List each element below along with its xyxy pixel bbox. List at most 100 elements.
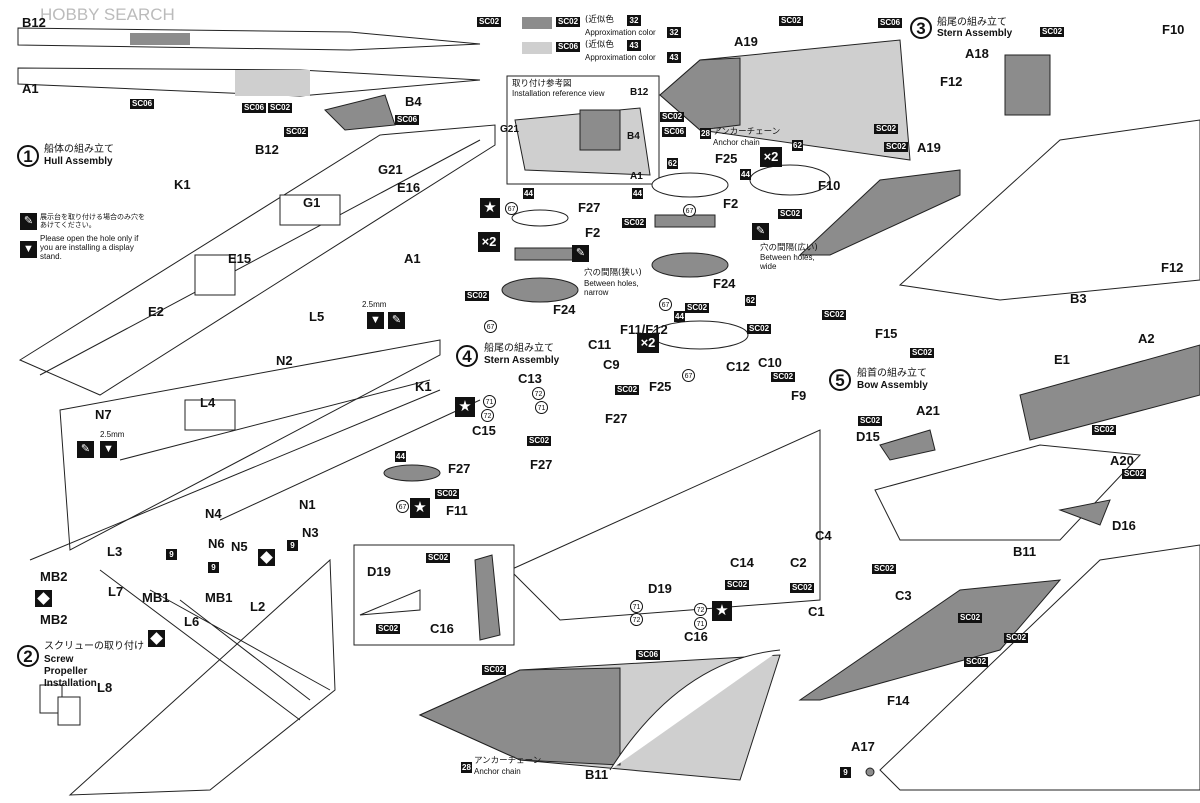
part-k1-a: K1 — [174, 177, 191, 192]
part-c13: C13 — [518, 371, 542, 386]
paint-code: SC02 — [771, 372, 796, 382]
marker-67: 67 — [659, 298, 672, 311]
part-a19-top: A19 — [734, 34, 758, 49]
marker-67: 67 — [682, 369, 695, 382]
ref-view-title-jp: 取り付け参考図 — [512, 79, 572, 89]
d19-frame — [359, 589, 421, 616]
paint-code: SC02 — [527, 436, 552, 446]
part-c14: C14 — [730, 555, 754, 570]
paint-code: SC02 — [1040, 27, 1065, 37]
star-icon-d: ★ — [712, 601, 732, 621]
marker-72: 72 — [694, 603, 707, 616]
marker-71: 71 — [694, 617, 707, 630]
paint-code: SC02 — [779, 16, 804, 26]
part-a19: A19 — [917, 140, 941, 155]
step-2-en: Screw Propeller Installation — [44, 654, 97, 689]
part-a20: A20 — [1110, 453, 1134, 468]
part-l5: L5 — [309, 309, 325, 324]
paint-code: SC02 — [958, 613, 983, 623]
legend-sc02-code: SC02 — [556, 17, 581, 27]
part-c16-a: C16 — [430, 621, 454, 636]
part-l2: L2 — [250, 599, 266, 614]
deck-b11-cut — [609, 649, 781, 771]
ref-part-a1: A1 — [630, 171, 643, 182]
star-icon-a: ★ — [480, 198, 500, 218]
part-b12: B12 — [255, 142, 279, 157]
c16-stack — [474, 554, 501, 641]
a17-part — [865, 767, 875, 777]
l8-rudder-b — [57, 696, 81, 726]
part-c1: C1 — [808, 604, 825, 619]
marker-67: 67 — [683, 204, 696, 217]
drill-icon-c: ✎ — [77, 441, 94, 458]
ref-part-b4: B4 — [627, 131, 640, 142]
paint-code: SC06 — [878, 18, 903, 28]
step-3-jp: 船尾の組み立て — [937, 17, 1007, 28]
step-1-jp: 船体の組み立て — [44, 144, 114, 155]
color-swatch-sc02 — [522, 17, 552, 29]
part-d16: D16 — [1112, 518, 1136, 533]
paint-code: SC06 — [636, 650, 661, 660]
part-n5: N5 — [231, 539, 248, 554]
diamond-icon-a — [35, 590, 52, 607]
paint-code: SC06 — [130, 99, 155, 109]
legend-sc02-en: Approximation color — [585, 28, 656, 37]
hole-icon-c: ▼ — [100, 441, 117, 458]
paint-code: SC02 — [615, 385, 640, 395]
part-a1-top: A1 — [22, 81, 39, 96]
hull-side-n1 — [219, 399, 481, 521]
star-icon-c: ★ — [410, 498, 430, 518]
deck-b11-dark — [418, 667, 621, 766]
a19-deck — [798, 169, 961, 256]
marker-44: 44 — [632, 188, 643, 199]
step-5-en: Bow Assembly — [857, 380, 928, 391]
part-n1: N1 — [299, 497, 316, 512]
stern-hull — [898, 119, 1200, 301]
part-g1: G1 — [303, 195, 321, 210]
e15-block — [194, 254, 236, 296]
anchor-jp-top: アンカーチェーン — [713, 127, 781, 137]
part-f27-d: F27 — [448, 461, 471, 476]
part-f24-b: F24 — [553, 302, 576, 317]
boat-f10 — [749, 164, 831, 196]
step-1-badge: 1 — [17, 145, 39, 167]
paint-code: SC06 — [662, 127, 687, 137]
part-g21: G21 — [378, 162, 403, 177]
part-a17: A17 — [851, 739, 875, 754]
part-n7: N7 — [95, 407, 112, 422]
plate-f2 — [514, 247, 576, 261]
paint-code: SC02 — [725, 580, 750, 590]
hull-keel-line — [39, 139, 481, 376]
ref-part-b12: B12 — [630, 87, 649, 98]
part-c4: C4 — [815, 528, 832, 543]
times-two-badge-b: ×2 — [760, 147, 782, 167]
marker-44: 44 — [740, 169, 751, 180]
part-b11-a: B11 — [585, 767, 609, 782]
step-4-jp: 船尾の組み立て — [484, 343, 554, 354]
part-c12: C12 — [726, 359, 750, 374]
part-f24-a: F24 — [713, 276, 736, 291]
d15-part — [879, 429, 936, 461]
paint-code: SC02 — [482, 665, 507, 675]
paint-code: SC02 — [685, 303, 710, 313]
legend-sc06-code: SC06 — [556, 42, 581, 52]
hull-stern — [68, 558, 336, 796]
part-a21: A21 — [916, 403, 940, 418]
part-c15: C15 — [472, 423, 496, 438]
b11-bow-deck — [798, 579, 1062, 701]
part-c16-b: C16 — [684, 629, 708, 644]
hull-strip-b12 — [17, 27, 481, 51]
boat-f24 — [501, 277, 579, 303]
bow-hull — [874, 444, 1142, 541]
legend-sc06-jp: (近似色 — [585, 40, 614, 50]
hull-main — [18, 124, 496, 396]
part-k1-b: K1 — [415, 379, 432, 394]
diamond-icon-c — [258, 549, 275, 566]
part-a18: A18 — [965, 46, 989, 61]
drill-icon: ✎ — [20, 213, 37, 230]
part-n4: N4 — [205, 506, 222, 521]
paint-code: SC02 — [435, 489, 460, 499]
part-f27-b: F27 — [605, 411, 628, 426]
paint-code: SC02 — [465, 291, 490, 301]
boat-f27 — [511, 209, 569, 227]
